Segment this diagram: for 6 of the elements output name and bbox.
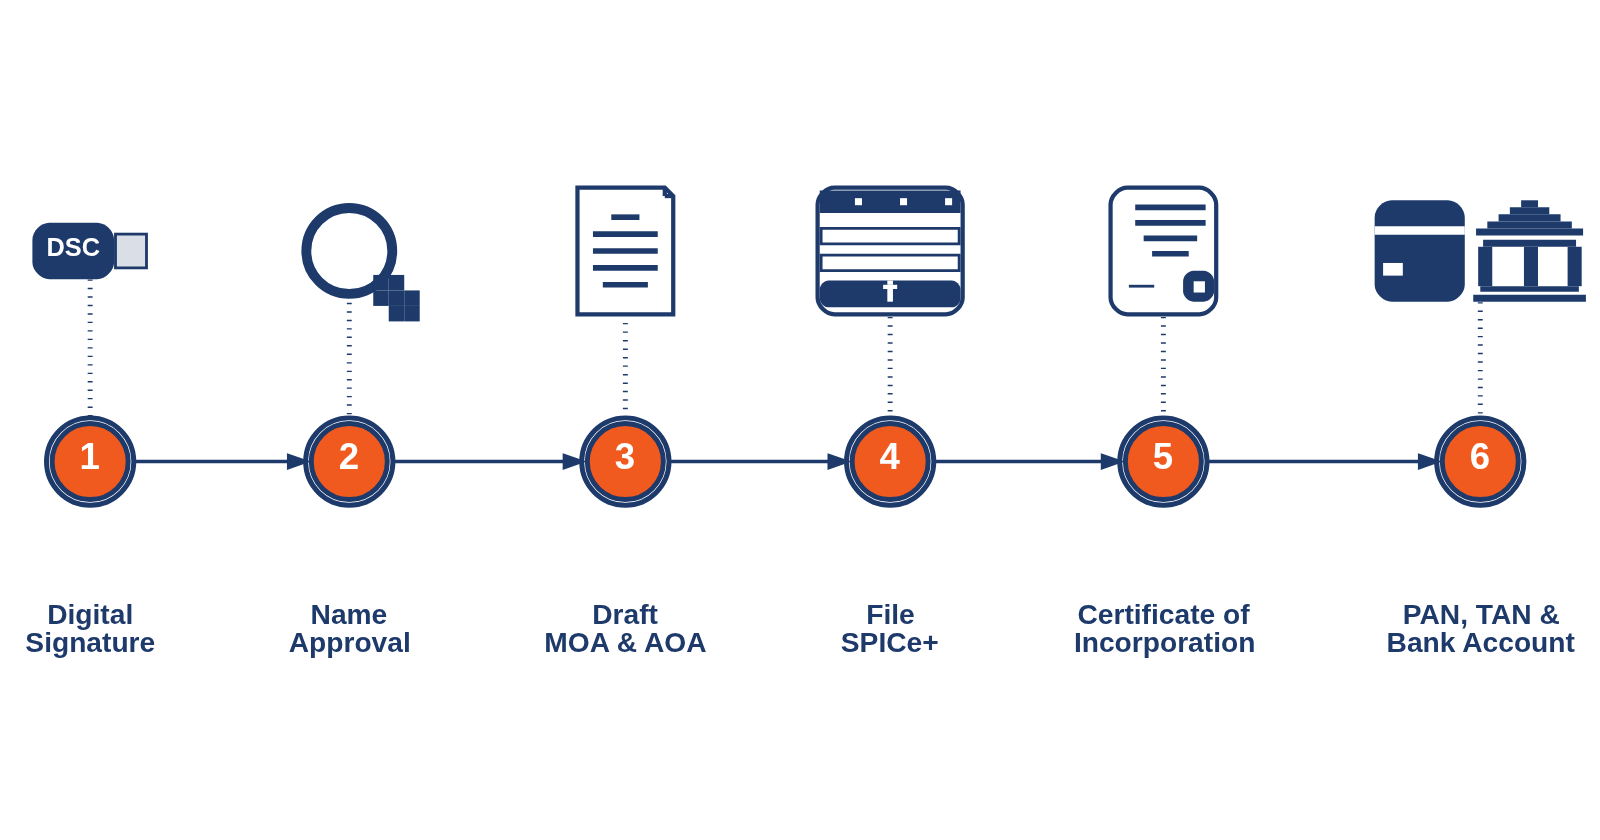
node-label: Draft MOA & AOA: [544, 598, 707, 658]
node-label: PAN, TAN & Bank Account: [1386, 598, 1575, 658]
node-label: Digital Signature: [25, 598, 156, 658]
node-label: Certificate of Incorporation: [1073, 598, 1256, 658]
node-label: File SPICe+: [840, 598, 939, 658]
node-label: Name Approval: [288, 598, 411, 658]
